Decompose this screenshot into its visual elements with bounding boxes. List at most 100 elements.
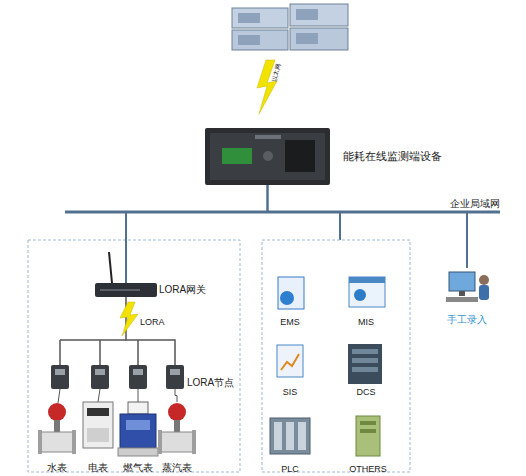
- dcs-slot: [352, 367, 378, 372]
- node-label: 手工录入: [430, 314, 504, 326]
- ems-icon-mark: [280, 291, 294, 305]
- node-wire: [60, 339, 126, 341]
- mis-icon-globe: [354, 289, 366, 301]
- server-unit: [232, 30, 288, 50]
- system-node: SIS: [268, 340, 312, 398]
- system-node: DCS: [343, 340, 389, 398]
- device-logo: [255, 135, 281, 139]
- connector-line: [175, 389, 177, 402]
- meter-pipe: [118, 448, 158, 456]
- mis-icon: [349, 277, 385, 307]
- device-vent: [285, 140, 315, 172]
- server-unit: [290, 4, 348, 26]
- device-button: [263, 151, 273, 161]
- server-unit: [290, 28, 348, 50]
- node-wire: [99, 340, 101, 365]
- lora-node-device: [166, 365, 184, 389]
- device-panel: [210, 133, 325, 180]
- node-label: LORA节点: [187, 377, 234, 389]
- device-case: [205, 128, 330, 185]
- node-label: 电表: [70, 462, 126, 474]
- node-wire: [59, 340, 61, 365]
- mis-icon-bar: [349, 277, 385, 283]
- pc-monitor: [449, 272, 475, 291]
- link-label: 以太网: [268, 63, 284, 83]
- plc-module: [298, 422, 306, 450]
- node-display: [55, 369, 65, 375]
- meter-display: [87, 408, 109, 416]
- group-frame: [28, 240, 240, 472]
- node-label: SIS: [258, 386, 322, 398]
- node-label: MIS: [333, 316, 399, 328]
- server-panel: [296, 9, 318, 20]
- pc-stand: [459, 291, 465, 296]
- tower-bay: [360, 421, 376, 425]
- sis-icon: [277, 345, 303, 377]
- meter-pipe: [160, 432, 194, 452]
- node-label: 能耗在线监测端设备: [343, 150, 442, 162]
- connector-line: [126, 185, 268, 283]
- system-node: MIS: [343, 272, 389, 328]
- bus-drop: [339, 212, 341, 240]
- plc-icon: [270, 418, 310, 454]
- meter-wire: [58, 389, 60, 403]
- meter-terminal: [87, 428, 109, 442]
- gateway-box: LORA网关: [95, 283, 157, 297]
- plc-module: [274, 422, 282, 450]
- connector-line: [268, 185, 468, 268]
- ems-icon: [278, 277, 304, 309]
- monitor-device: 能耗在线监测端设备: [205, 128, 330, 185]
- meter-body: [83, 402, 113, 448]
- plc-module: [286, 422, 294, 450]
- pipe-flange: [192, 430, 196, 454]
- system-node: EMS: [268, 272, 312, 328]
- dcs-icon: [348, 344, 382, 384]
- system-node: OTHERS: [343, 413, 393, 475]
- meter-body: [120, 414, 156, 448]
- wireless-bolt: [120, 302, 138, 336]
- meter-gauge: [128, 402, 148, 414]
- connector-label: LORA: [140, 316, 165, 328]
- meter-wire: [138, 389, 139, 402]
- server-unit: [232, 8, 288, 28]
- gateway-body: [95, 283, 157, 297]
- meter-node: 水表: [38, 402, 76, 474]
- lora-node-device: [51, 365, 69, 389]
- pipe-flange: [72, 430, 76, 454]
- node-label: DCS: [333, 386, 399, 398]
- meter-wire: [98, 389, 100, 402]
- meter-node: 蒸汽表: [158, 402, 196, 474]
- node-label: PLC: [256, 463, 324, 475]
- gateway-antenna: [109, 252, 112, 283]
- meter-stem: [174, 420, 180, 432]
- node-label: 燃气表: [107, 462, 169, 474]
- meter-node: 电表: [80, 402, 116, 474]
- lora-node: LORA节点: [166, 365, 184, 389]
- node-display: [133, 369, 143, 375]
- pipe-flange: [38, 430, 42, 454]
- gateway-stripe: [100, 289, 140, 291]
- server-panel: [238, 13, 260, 23]
- node-display: [95, 369, 105, 375]
- node-wire: [137, 340, 139, 365]
- node-display: [170, 369, 180, 375]
- dcs-slot: [352, 358, 378, 363]
- tower-bay: [360, 429, 376, 433]
- node-label: EMS: [258, 316, 322, 328]
- node-label: LORA网关: [159, 284, 206, 296]
- meter-head: [48, 403, 66, 421]
- network-label: 企业局域网: [450, 198, 500, 210]
- pipe-flange: [158, 430, 162, 454]
- lora-node-device: [129, 365, 147, 389]
- node-label: 蒸汽表: [148, 462, 206, 474]
- lora-node-device: [91, 365, 109, 389]
- meter-stem: [54, 420, 60, 432]
- dcs-slot: [352, 349, 378, 354]
- operator-head: [479, 275, 489, 285]
